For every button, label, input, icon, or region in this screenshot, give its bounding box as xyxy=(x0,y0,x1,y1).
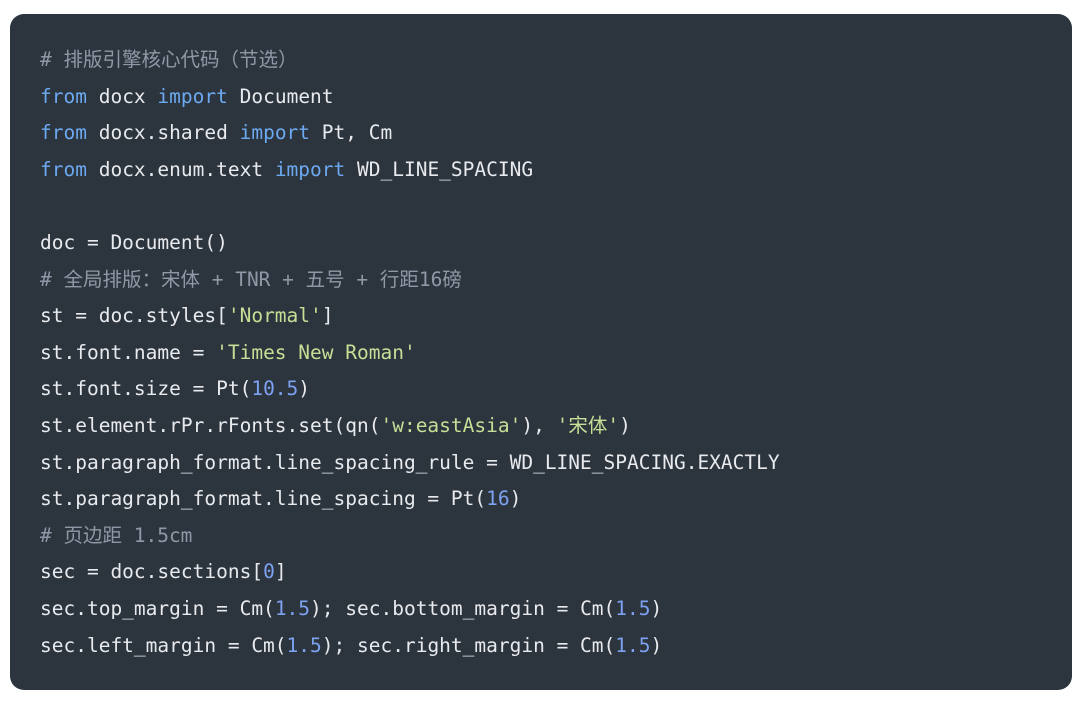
code-token-number: 1.5 xyxy=(286,633,322,657)
code-token-string: 'Normal' xyxy=(227,304,322,328)
code-token-text: WD_LINE_SPACING xyxy=(345,157,534,181)
code-token-keyword: from xyxy=(40,157,87,181)
code-line: # 页边距 1.5cm xyxy=(40,524,780,561)
code-token-keyword: from xyxy=(40,84,87,108)
code-line: from docx.shared import Pt, Cm xyxy=(40,121,780,158)
code-token-string: 'Times New Roman' xyxy=(216,340,416,364)
code-line xyxy=(40,194,780,231)
code-line: sec.left_margin = Cm(1.5); sec.right_mar… xyxy=(40,634,780,671)
code-token-text: sec.top_margin = Cm( xyxy=(40,596,275,620)
code-line: from docx import Document xyxy=(40,85,780,122)
code-token-number: 16 xyxy=(486,487,510,511)
code-token-text: st.element.rPr.rFonts.set(qn( xyxy=(40,413,381,437)
code-token-text: docx.shared xyxy=(86,121,240,145)
code-token-text: doc = Document() xyxy=(40,230,228,254)
code-line: doc = Document() xyxy=(40,231,780,268)
code-token-text: Document xyxy=(227,84,334,108)
code-token-string: '宋体' xyxy=(556,413,620,437)
code-token-text: ); sec.bottom_margin = Cm( xyxy=(310,596,616,620)
code-token-text: ) xyxy=(619,413,631,437)
code-token-text: ), xyxy=(521,413,557,437)
code-token-number: 10.5 xyxy=(251,377,299,401)
code-token-text: st.paragraph_format.line_spacing = Pt( xyxy=(40,487,487,511)
code-token-text: ] xyxy=(321,304,334,328)
code-line: st = doc.styles['Normal'] xyxy=(40,304,780,341)
code-token-keyword: import xyxy=(239,121,311,145)
code-token-keyword: import xyxy=(274,157,346,181)
code-line: st.font.size = Pt(10.5) xyxy=(40,377,780,414)
code-line: # 排版引擎核心代码（节选） xyxy=(40,48,780,85)
code-token-text: sec = doc.sections[ xyxy=(40,560,264,584)
code-token-text: ) xyxy=(509,487,522,511)
code-line: # 全局排版：宋体 + TNR + 五号 + 行距16磅 xyxy=(40,268,780,305)
code-line: st.element.rPr.rFonts.set(qn('w:eastAsia… xyxy=(40,414,780,451)
code-token-string: 'w:eastAsia' xyxy=(380,413,522,437)
code-token-comment: # 全局排版：宋体 + TNR + 五号 + 行距16磅 xyxy=(40,267,462,291)
code-line: from docx.enum.text import WD_LINE_SPACI… xyxy=(40,158,780,195)
code-line: st.font.name = 'Times New Roman' xyxy=(40,341,780,378)
code-token-text: Pt, Cm xyxy=(310,121,393,145)
code-token-text: st.paragraph_format.line_spacing_rule = … xyxy=(40,450,780,474)
code-token-comment: # 排版引擎核心代码（节选） xyxy=(40,48,298,71)
code-token-text: ) xyxy=(298,377,311,401)
code-token-keyword: import xyxy=(157,84,228,108)
code-line: sec = doc.sections[0] xyxy=(40,560,780,597)
code-token-number: 1.5 xyxy=(274,596,311,620)
code-token-text: st = doc.styles[ xyxy=(40,304,228,328)
code-token-text: ] xyxy=(274,560,287,584)
code-token-text: st.font.size = Pt( xyxy=(40,377,252,401)
code-token-text: docx.enum.text xyxy=(86,157,275,181)
code-token-text: sec.left_margin = Cm( xyxy=(40,633,287,657)
code-token-keyword: from xyxy=(40,121,87,145)
code-line: st.paragraph_format.line_spacing_rule = … xyxy=(40,451,780,488)
code-token-text: ); sec.right_margin = Cm( xyxy=(321,633,616,657)
code-token-text: docx xyxy=(86,84,158,108)
code-line: sec.top_margin = Cm(1.5); sec.bottom_mar… xyxy=(40,597,780,634)
code-token-number: 0 xyxy=(263,560,275,584)
code-line: st.paragraph_format.line_spacing = Pt(16… xyxy=(40,487,780,524)
code-token-comment: # 页边距 1.5cm xyxy=(40,523,193,547)
code-token-text: ) xyxy=(650,633,663,657)
code-token-text: st.font.name = xyxy=(40,340,217,364)
code-token-number: 1.5 xyxy=(615,596,651,620)
code-token-text: ) xyxy=(650,596,663,620)
code-token-number: 1.5 xyxy=(615,633,651,657)
